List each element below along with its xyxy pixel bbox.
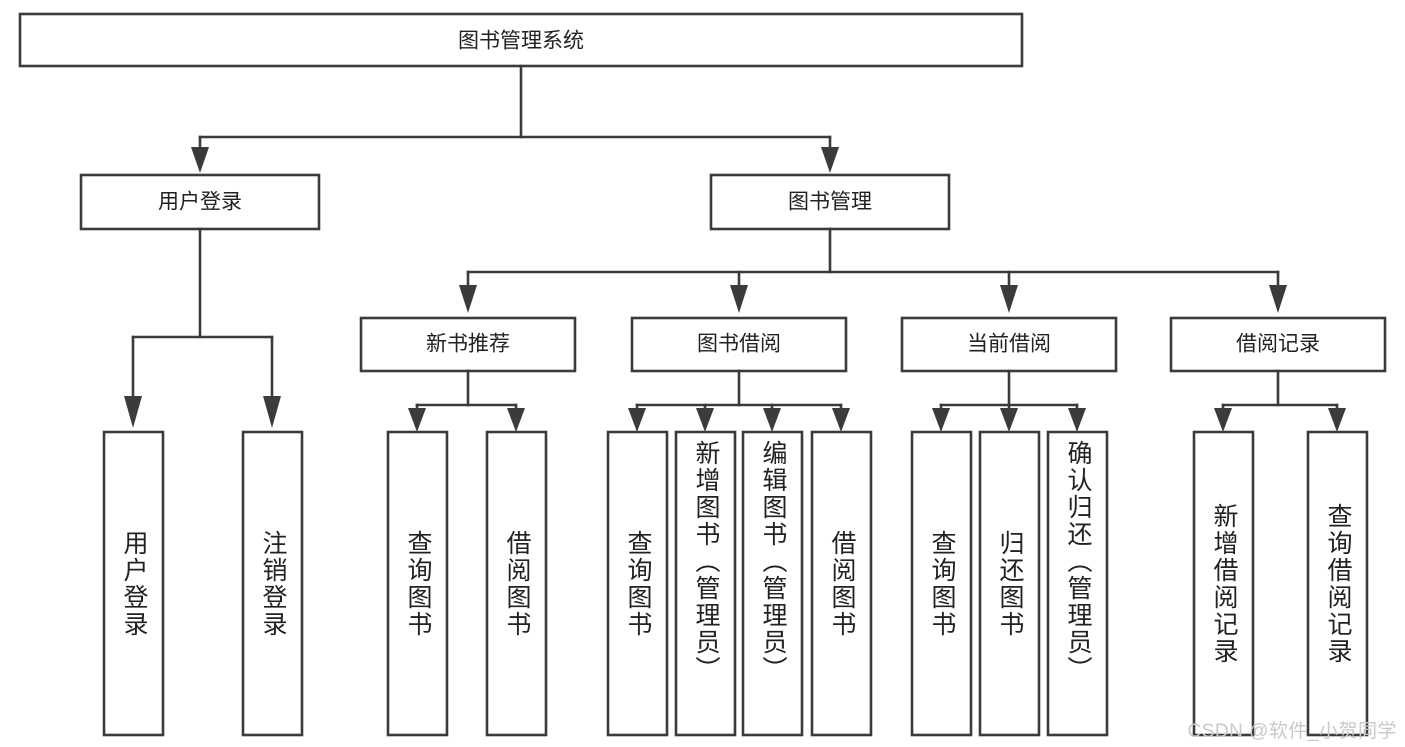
leaf-box-cb-3[interactable] [1046,430,1109,737]
node-book-borrow-box[interactable] [630,316,848,373]
node-root-box[interactable] [18,12,1024,68]
arrowhead-leaf-br-1 [1214,408,1232,432]
node-user-login-label: 用户登录 [158,191,242,214]
arrowhead-to-book-manage [821,147,839,173]
node-book-manage-label: 图书管理 [788,191,872,214]
leaf-box-nbr-1[interactable] [386,430,449,737]
node-new-book-recommend-label: 新书推荐 [426,333,510,356]
arrowhead-leaf-bb-2 [696,408,714,432]
arrowhead-leaf-cb-3 [1068,408,1086,432]
arrowhead-to-current-borrow [1000,285,1018,313]
arrowhead-leaf-br-2 [1328,408,1346,432]
arrowhead-leaf-cb-2 [1000,408,1018,432]
arrowhead-leaf-user-login-1 [124,396,142,428]
leaf-box-bb-4[interactable] [810,430,873,737]
leaf-box-cb-1[interactable] [910,430,973,737]
arrowhead-to-new-book-recommend [459,285,477,313]
leaf-box-nbr-2[interactable] [485,430,548,737]
arrowhead-to-book-borrow [730,285,748,313]
csdn-watermark: CSDN @软件_小贺同学 [1187,721,1397,742]
arrowhead-leaf-cb-1 [932,408,950,432]
leaf-box-cb-2[interactable] [978,430,1041,737]
arrowhead-leaf-nbr-2 [507,408,525,432]
arrowhead-leaf-bb-1 [628,408,646,432]
node-root-label: 图书管理系统 [458,30,584,53]
leaf-box-bb-2[interactable] [674,430,737,737]
leaf-box-br-2[interactable] [1306,430,1369,737]
leaf-box-bb-3[interactable] [741,430,804,737]
node-current-borrow-box[interactable] [900,316,1118,373]
node-book-manage-box[interactable] [709,173,951,231]
arrowhead-leaf-user-login-2 [263,396,281,428]
arrowhead-leaf-bb-3 [763,408,781,432]
leaf-box-bb-1[interactable] [606,430,669,737]
leaf-box-user-login-1[interactable] [102,430,165,737]
node-book-borrow-label: 图书借阅 [697,333,781,356]
leaf-box-user-login-2[interactable] [241,430,304,737]
node-borrow-record-box[interactable] [1169,316,1387,373]
node-borrow-record-label: 借阅记录 [1236,333,1320,356]
node-new-book-recommend-box[interactable] [359,316,577,373]
leaf-box-br-1[interactable] [1192,430,1255,737]
arrowhead-to-borrow-record [1269,285,1287,313]
arrowhead-leaf-nbr-1 [408,408,426,432]
node-current-borrow-label: 当前借阅 [967,333,1051,356]
arrowhead-leaf-bb-4 [832,408,850,432]
arrowhead-to-user-login [191,147,209,173]
